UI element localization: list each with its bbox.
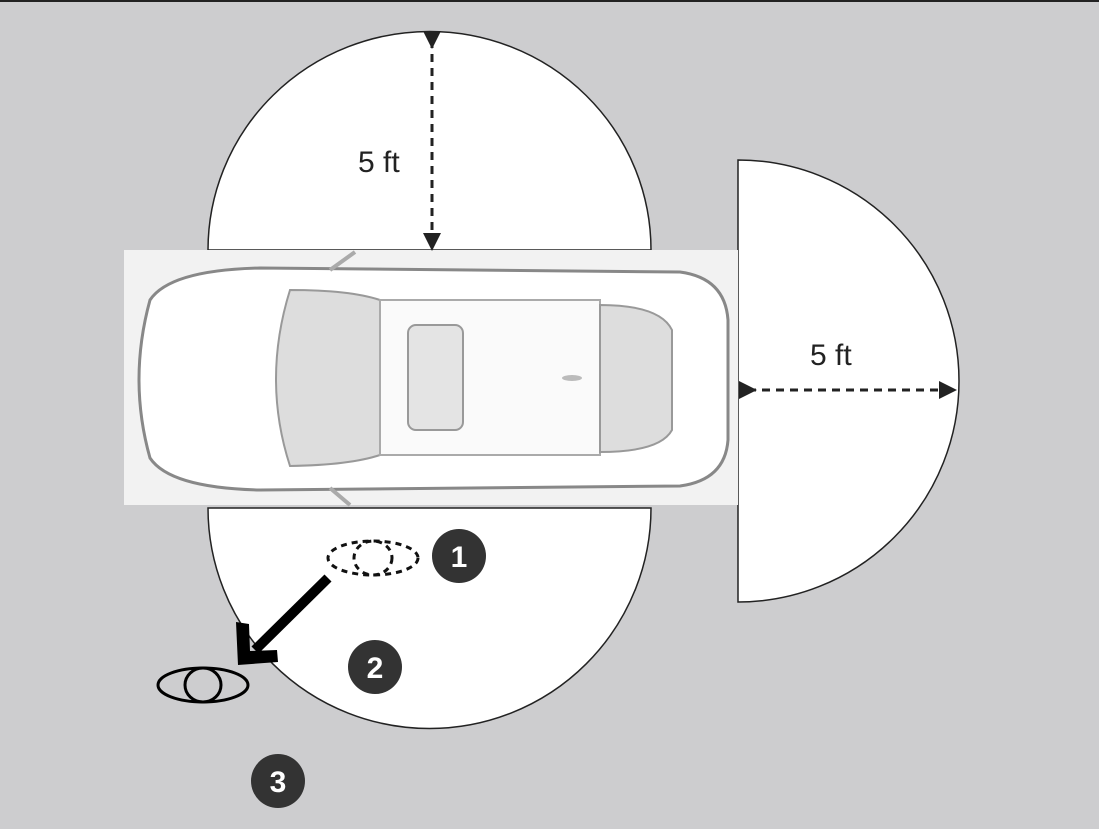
side-clearance-zone-bottom xyxy=(207,507,652,730)
svg-text:2: 2 xyxy=(367,652,384,685)
marker-3: 3 xyxy=(251,754,305,808)
svg-text:1: 1 xyxy=(451,541,468,574)
sensor-area-dashed-icon xyxy=(326,539,420,577)
marker-1: 1 xyxy=(432,529,486,583)
svg-text:3: 3 xyxy=(270,766,287,799)
move-arrow xyxy=(236,574,332,665)
rear-distance-label: 5 ft xyxy=(810,339,852,372)
car-top-view xyxy=(124,250,738,507)
front-distance-label: 5 ft xyxy=(358,146,400,179)
eye-icon xyxy=(156,666,250,704)
marker-2: 2 xyxy=(348,640,402,694)
